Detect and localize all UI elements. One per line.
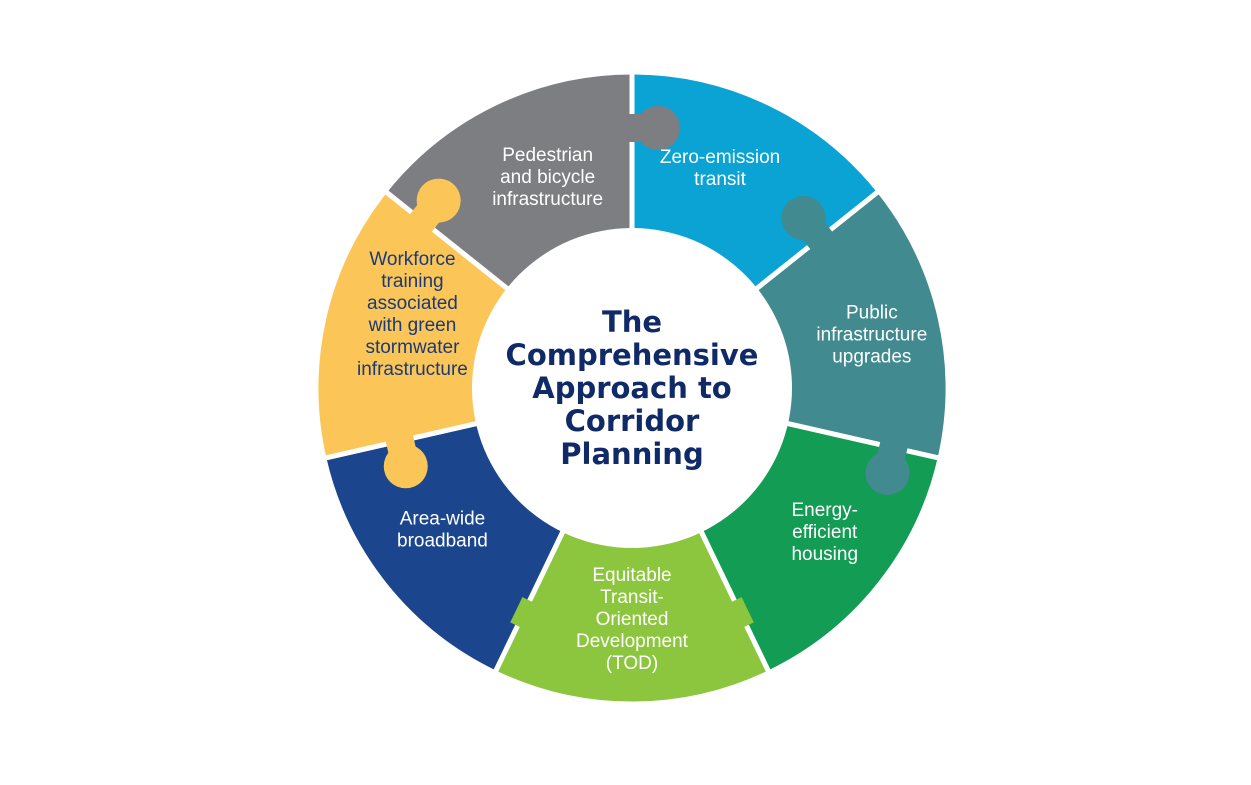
label-line: Public [846,302,898,323]
label-line: Workforce [369,249,455,270]
puzzle-tab-6 [406,178,461,236]
puzzle-tabs [383,106,910,647]
puzzle-tab-knob [781,196,826,241]
label-line: with green [368,315,457,336]
center-title-line: Corridor [565,404,700,438]
label-line: stormwater [365,337,460,358]
label-line: broadband [397,531,488,552]
label-line: Oriented [596,609,669,630]
label-line: training [381,271,443,292]
puzzle-tab-1 [781,196,836,254]
label-line: efficient [792,522,858,543]
puzzle-tab-knob [865,450,910,495]
label-line: transit [694,169,746,190]
label-line: infrastructure [357,359,468,380]
puzzle-tab-knob [695,602,740,647]
label-line: upgrades [832,346,911,367]
puzzle-tab-4 [510,597,569,647]
puzzle-tab-5 [383,430,428,489]
center-title-line: The [602,305,662,339]
label-line: Zero-emission [660,147,780,168]
label-line: Equitable [592,565,671,586]
center-title-line: Approach to [532,371,731,405]
puzzle-tab-2 [865,436,910,495]
label-line: infrastructure [492,189,603,210]
label-line: Pedestrian [502,145,593,166]
puzzle-tab-knob [383,444,428,489]
center-title-line: Comprehensive [506,338,759,372]
puzzle-tab-3 [695,597,754,647]
puzzle-tab-0 [624,106,680,150]
label-line: and bicycle [500,167,595,188]
label-line: Transit- [600,587,664,608]
puzzle-tab-knob [416,178,461,223]
label-line: infrastructure [816,324,927,345]
puzzle-tab-knob [636,106,680,150]
puzzle-tab-knob [524,602,569,647]
label-line: Development [576,631,689,652]
label-line: housing [791,544,858,565]
center-title-line: Planning [560,437,703,471]
label-line: (TOD) [606,653,658,674]
label-line: Energy- [791,500,858,521]
label-line: associated [367,293,458,314]
center-circle [472,228,792,548]
label-line: Area-wide [400,509,486,530]
